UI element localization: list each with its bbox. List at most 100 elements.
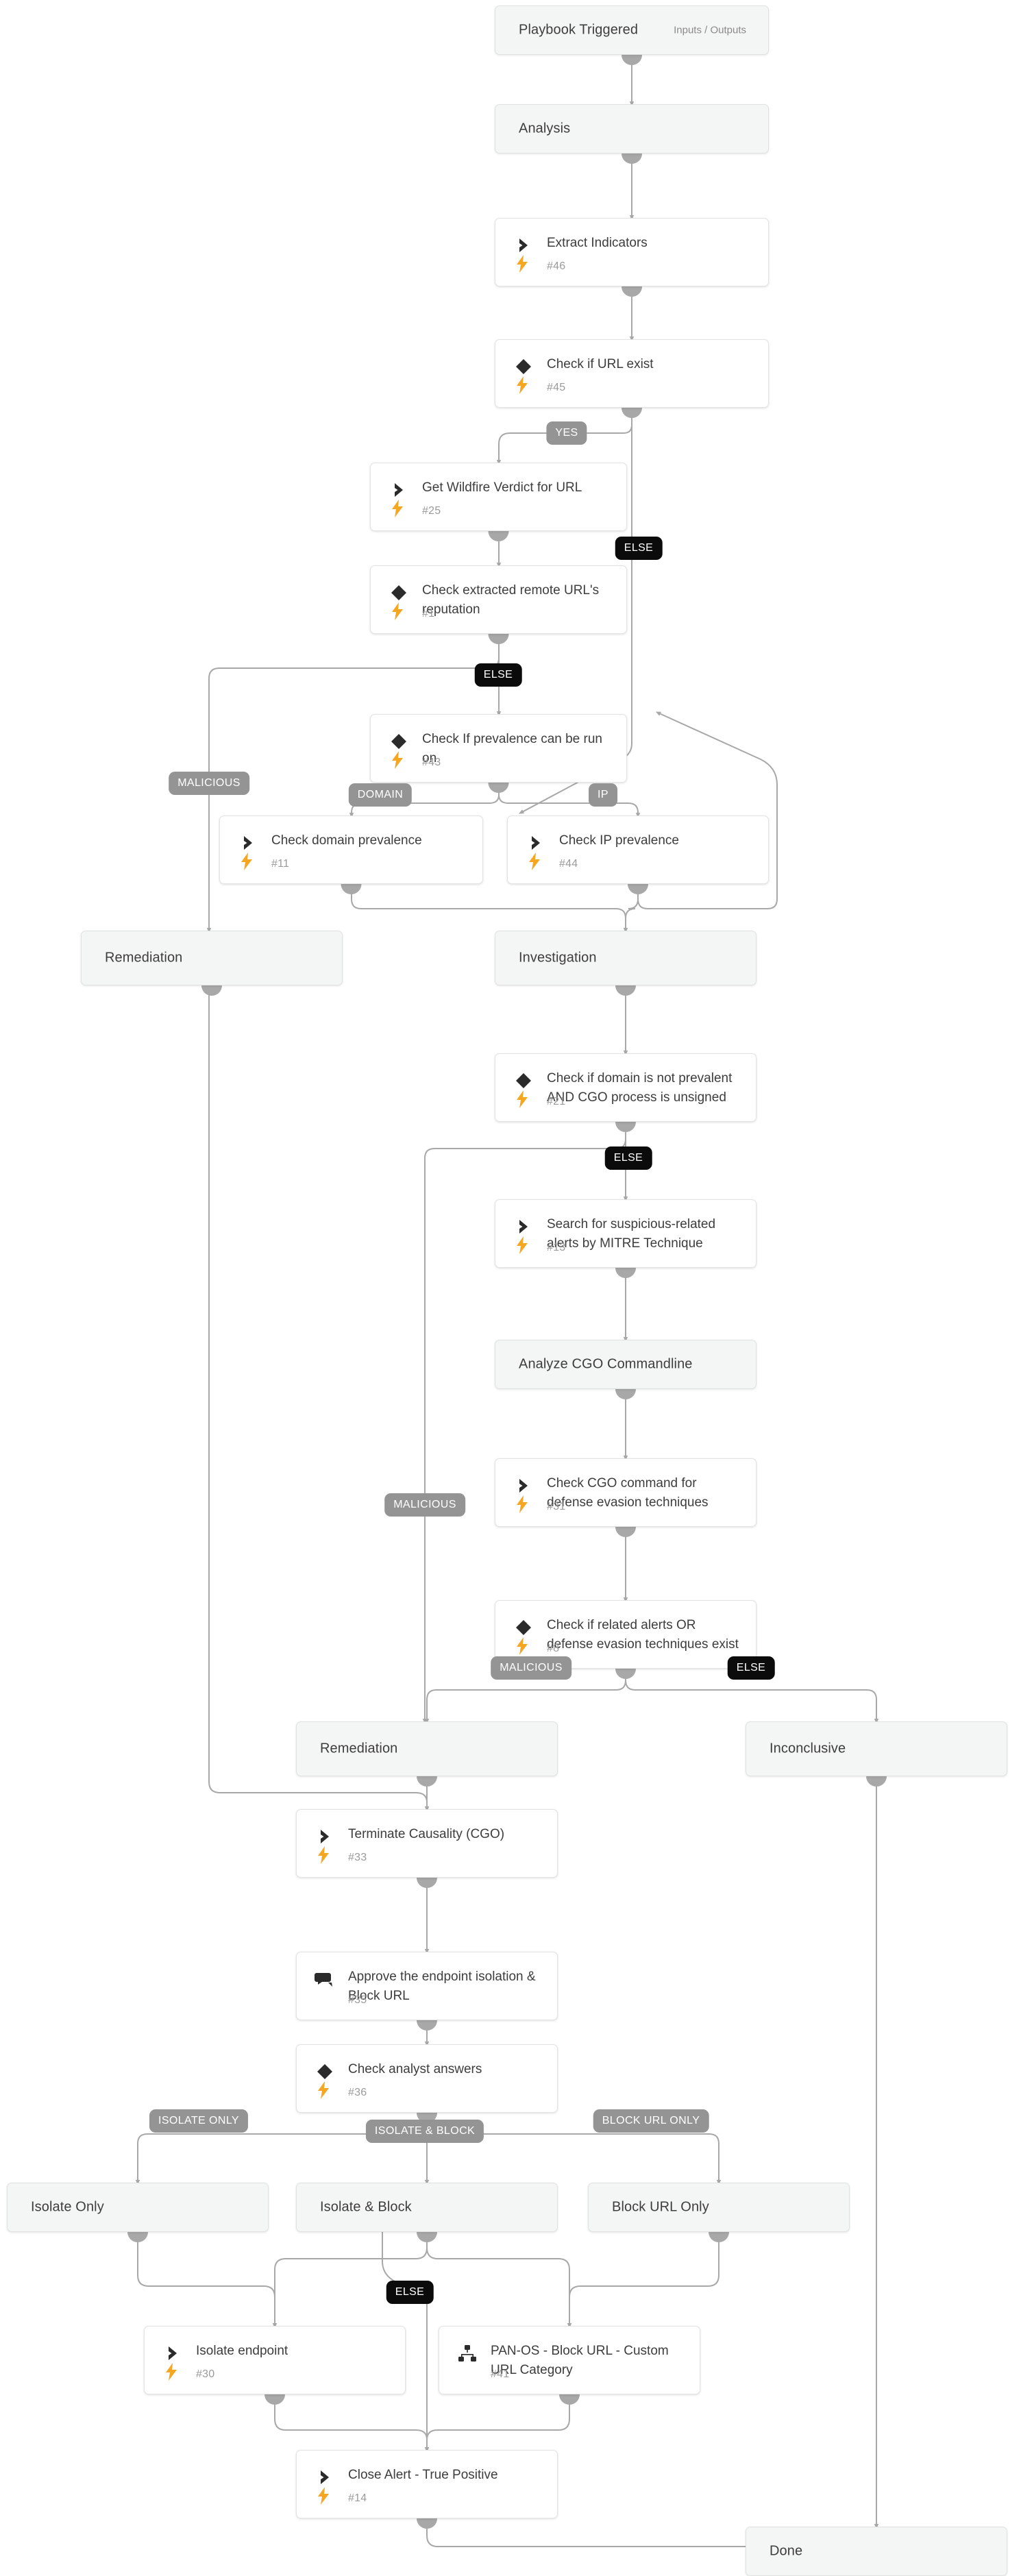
- node-connector[interactable]: [488, 783, 509, 794]
- task-node[interactable]: Check IP prevalence#44: [507, 815, 769, 884]
- wire: [208, 985, 430, 1812]
- node-connector[interactable]: [615, 985, 636, 996]
- chevron-icon: [513, 235, 534, 256]
- node-connector[interactable]: [615, 1389, 636, 1399]
- node-connector[interactable]: [417, 2232, 437, 2242]
- task-node[interactable]: PAN-OS - Block URL - Custom URL Category…: [439, 2326, 700, 2394]
- chevron-icon: [513, 1475, 534, 1496]
- node-connector[interactable]: [628, 884, 648, 894]
- node-connector[interactable]: [622, 408, 642, 418]
- diamond-icon: [513, 1617, 534, 1638]
- node-connector[interactable]: [615, 1122, 636, 1132]
- task-title: Check domain prevalence: [271, 833, 422, 848]
- node-connector[interactable]: [488, 531, 509, 541]
- inputs-outputs-label[interactable]: Inputs / Outputs: [674, 24, 746, 36]
- node-connector[interactable]: [417, 2020, 437, 2031]
- edge-condition-label[interactable]: ELSE: [615, 537, 663, 560]
- section-node[interactable]: Isolate & Block: [296, 2183, 558, 2232]
- section-node[interactable]: Isolate Only: [7, 2183, 269, 2232]
- edge-condition-label[interactable]: MALICIOUS: [384, 1493, 465, 1517]
- edge-condition-label[interactable]: ISOLATE ONLY: [149, 2109, 249, 2133]
- wire: [351, 883, 628, 933]
- section-title: Done: [770, 2543, 803, 2559]
- node-connector[interactable]: [127, 2232, 148, 2242]
- task-title: Check extracted remote URL's reputation: [422, 583, 600, 617]
- task-node[interactable]: Check extracted remote URL's reputation#…: [370, 565, 627, 634]
- edge-condition-label[interactable]: IP: [589, 783, 617, 807]
- section-node[interactable]: Inconclusive: [746, 1721, 1007, 1776]
- node-connector[interactable]: [622, 55, 642, 65]
- chevron-icon: [513, 1216, 534, 1237]
- edge-condition-label[interactable]: ISOLATE & BLOCK: [365, 2120, 484, 2143]
- task-id: #13: [547, 1242, 566, 1253]
- node-connector[interactable]: [559, 2394, 580, 2405]
- task-id: #33: [348, 1852, 367, 1863]
- task-node[interactable]: Search for suspicious-related alerts by …: [495, 1199, 756, 1268]
- task-node[interactable]: Extract Indicators#46: [495, 218, 769, 286]
- node-connector[interactable]: [341, 884, 362, 895]
- edge-condition-label[interactable]: YES: [546, 421, 587, 445]
- wire: [272, 2231, 428, 2329]
- wire: [623, 883, 639, 933]
- node-connector[interactable]: [488, 634, 509, 645]
- automation-bolt-icon: [316, 2081, 331, 2100]
- node-connector[interactable]: [622, 286, 642, 297]
- task-node[interactable]: Approve the endpoint isolation & Block U…: [296, 1952, 558, 2020]
- section-node[interactable]: Remediation: [296, 1721, 558, 1776]
- wire: [567, 2231, 719, 2329]
- node-connector[interactable]: [615, 1669, 636, 1679]
- edge-condition-label[interactable]: MALICIOUS: [491, 1656, 571, 1680]
- task-node[interactable]: Check If prevalence can be run on#43: [370, 714, 627, 783]
- section-node[interactable]: Analyze CGO Commandline: [495, 1340, 756, 1389]
- section-node[interactable]: Analysis: [495, 104, 769, 154]
- task-node[interactable]: Get Wildfire Verdict for URL#25: [370, 463, 627, 531]
- section-node[interactable]: Done: [746, 2527, 1007, 2576]
- section-node[interactable]: Block URL Only: [588, 2183, 850, 2232]
- task-title: Check if related alerts OR defense evasi…: [547, 1618, 739, 1652]
- task-node[interactable]: Check if URL exist#45: [495, 339, 769, 408]
- node-connector[interactable]: [201, 985, 222, 996]
- wire: [274, 2394, 430, 2453]
- edge-condition-label[interactable]: MALICIOUS: [169, 772, 249, 795]
- task-node[interactable]: Terminate Causality (CGO)#33: [296, 1809, 558, 1878]
- task-node[interactable]: Isolate endpoint#30: [144, 2326, 406, 2394]
- node-connector[interactable]: [417, 1878, 437, 1888]
- edge-condition-label[interactable]: DOMAIN: [348, 783, 413, 807]
- node-connector[interactable]: [417, 1776, 437, 1787]
- section-node[interactable]: Remediation: [81, 931, 343, 985]
- task-node[interactable]: Check analyst answers#36: [296, 2044, 558, 2113]
- node-connector[interactable]: [417, 2518, 437, 2529]
- task-id: #41: [491, 2368, 510, 2380]
- task-title: Approve the endpoint isolation & Block U…: [348, 1970, 536, 2003]
- task-id: #8: [547, 1643, 560, 1654]
- node-connector[interactable]: [709, 2232, 729, 2242]
- task-node[interactable]: Check CGO command for defense evasion te…: [495, 1458, 756, 1527]
- node-connector[interactable]: [615, 1268, 636, 1278]
- node-connector[interactable]: [622, 154, 642, 164]
- edge-condition-label[interactable]: ELSE: [386, 2281, 434, 2304]
- task-node[interactable]: Check if domain is not prevalent AND CGO…: [495, 1053, 756, 1122]
- task-title: Check If prevalence can be run on: [422, 732, 602, 765]
- task-node[interactable]: Close Alert - True Positive#14: [296, 2450, 558, 2518]
- diamond-icon: [513, 1070, 534, 1091]
- task-node[interactable]: Check domain prevalence#11: [219, 815, 483, 884]
- section-title: Investigation: [519, 950, 597, 966]
- diamond-icon: [513, 356, 534, 377]
- sitemap-icon: [457, 2343, 478, 2364]
- task-title: Get Wildfire Verdict for URL: [422, 480, 582, 495]
- edge-condition-label[interactable]: ELSE: [604, 1146, 652, 1170]
- edge-condition-label[interactable]: BLOCK URL ONLY: [593, 2109, 709, 2133]
- automation-bolt-icon: [390, 499, 405, 518]
- edge-condition-label[interactable]: ELSE: [727, 1656, 775, 1680]
- section-node[interactable]: Investigation: [495, 931, 756, 985]
- node-connector[interactable]: [615, 1527, 636, 1537]
- node-connector[interactable]: [265, 2394, 285, 2405]
- edge-condition-label[interactable]: ELSE: [474, 663, 522, 687]
- task-id: #46: [547, 260, 566, 272]
- task-title: Check IP prevalence: [559, 833, 679, 848]
- chevron-icon: [526, 833, 546, 853]
- task-id: #45: [547, 382, 566, 393]
- node-connector[interactable]: [866, 1776, 887, 1787]
